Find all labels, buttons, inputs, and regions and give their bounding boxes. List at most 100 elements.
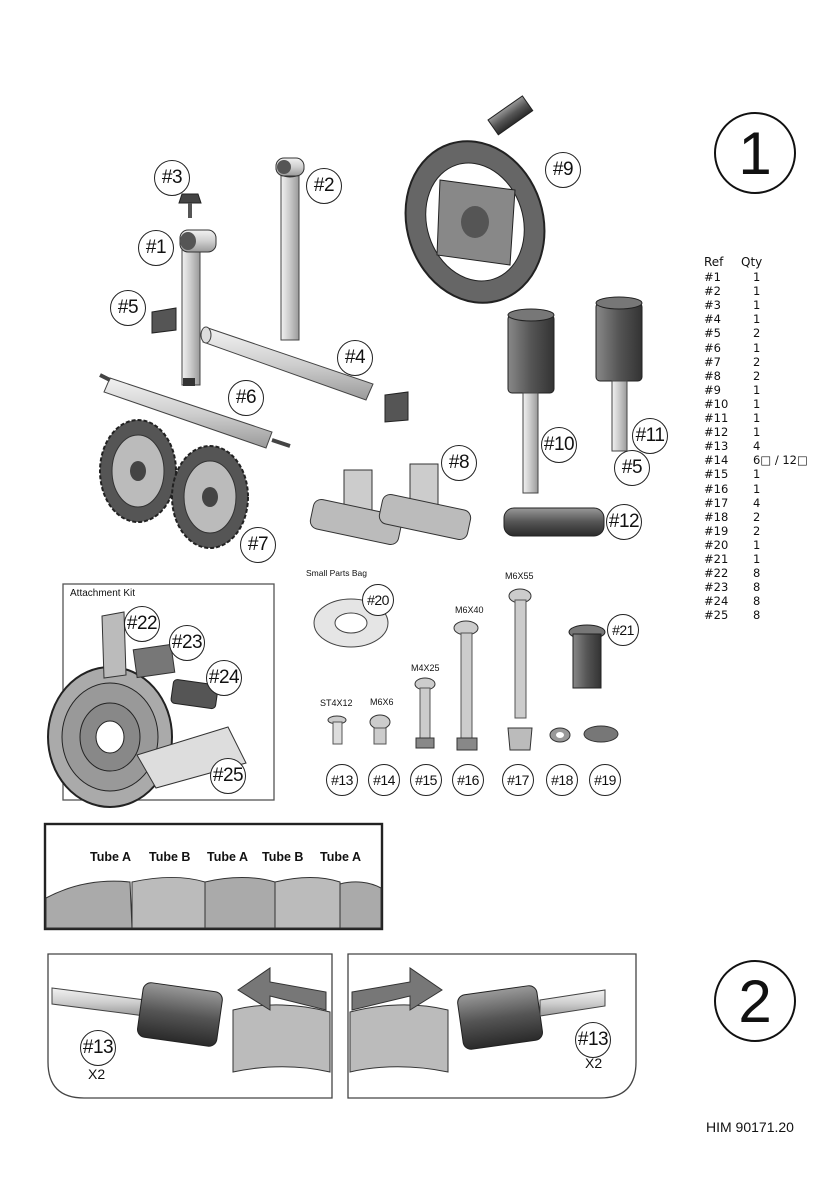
step-2-badge: 2 [714,960,796,1042]
row-qty: 2 [753,326,761,341]
row-ref: #9 [704,382,721,397]
part-5-drawing [151,307,177,334]
attachment-kit-label: Attachment Kit [70,588,136,599]
tube-label-4: Tube B [262,850,304,864]
label-m4x25: M4X25 [411,663,440,673]
part-1-drawing [179,229,217,386]
tube-label-1: Tube A [90,850,131,864]
step2-right-drawing [349,967,606,1073]
parts-table-row: #25 8 [704,608,833,622]
tag-part-19: #19 [589,764,621,796]
row-qty: 2 [753,509,761,524]
label-m6x55: M6X55 [505,571,534,581]
header-ref: Ref [704,255,724,269]
document-code: HIM 90171.20 [706,1119,794,1135]
parts-table-row: #11 1 [704,411,833,425]
row-qty: 4 [753,495,761,510]
step2-left-drawing [51,967,331,1073]
row-ref: #17 [704,495,729,510]
parts-table-row: #3 1 [704,298,833,312]
row-qty: 8 [753,608,761,623]
label-m6x40: M6X40 [455,605,484,615]
label-st4x12: ST4X12 [320,698,353,708]
row-qty: 1 [753,411,761,426]
row-ref: #25 [704,608,729,623]
row-qty: 1 [753,537,761,552]
tag-part-3: #3 [154,160,190,196]
tag-part-9: #9 [545,152,581,188]
part-10-drawing [507,308,555,494]
row-qty: 8 [753,566,761,581]
row-qty: 1 [753,467,761,482]
row-qty: 2 [753,523,761,538]
part-3-drawing [178,193,202,218]
tag-part-13: #13 [326,764,358,796]
small-parts-bag-label: Small Parts Bag [306,568,367,578]
row-qty: 1 [753,382,761,397]
attachment-kit-drawing [47,611,247,808]
tube-label-2: Tube B [149,850,191,864]
row-qty: 1 [753,270,761,285]
tag-part-18: #18 [546,764,578,796]
parts-table-row: #20 1 [704,538,833,552]
tag-part-6: #6 [228,380,264,416]
row-qty: 1 [753,425,761,440]
row-qty: 6□ / 12□ [753,453,808,468]
parts-table-header: Ref Qty [704,255,833,269]
row-qty: 8 [753,580,761,595]
tube-label-5: Tube A [320,850,361,864]
row-ref: #21 [704,551,729,566]
row-qty: 1 [753,340,761,355]
tag-part-16: #16 [452,764,484,796]
part-4-drawing [200,326,374,401]
row-qty: 1 [753,312,761,327]
parts-table-row: #15 1 [704,467,833,481]
row-ref: #20 [704,537,729,552]
part-2-drawing [275,157,305,341]
row-qty: 1 [753,284,761,299]
row-ref: #22 [704,566,729,581]
tag-part-23: #23 [169,625,205,661]
tag-part-17: #17 [502,764,534,796]
parts-table-row: #17 4 [704,496,833,510]
part-9-drawing [404,95,546,304]
row-ref: #23 [704,580,729,595]
part-11-drawing [595,296,643,452]
part-12-drawing [503,507,605,537]
row-ref: #11 [704,411,729,426]
row-qty: 1 [753,551,761,566]
row-ref: #24 [704,594,729,609]
tag-part-10: #10 [541,427,577,463]
tag-part-22: #22 [124,606,160,642]
tag-part-2: #2 [306,168,342,204]
row-ref: #12 [704,425,729,440]
tag-part-11: #11 [632,418,668,454]
parts-table-row: #2 1 [704,284,833,298]
row-qty: 1 [753,298,761,313]
row-qty: 2 [753,368,761,383]
parts-table-row: #12 1 [704,425,833,439]
tag-part-4: #4 [337,340,373,376]
tag-part-8: #8 [441,445,477,481]
tag-part-24: #24 [206,660,242,696]
header-qty: Qty [741,255,763,269]
tag-part-21: #21 [607,614,639,646]
multiplier-left: X2 [88,1066,106,1082]
row-ref: #2 [704,284,721,299]
row-ref: #15 [704,467,729,482]
row-ref: #3 [704,298,721,313]
parts-table-row: #23 8 [704,580,833,594]
tag-part-20: #20 [362,584,394,616]
tube-label-3: Tube A [207,850,248,864]
part-6-drawing [99,373,291,449]
